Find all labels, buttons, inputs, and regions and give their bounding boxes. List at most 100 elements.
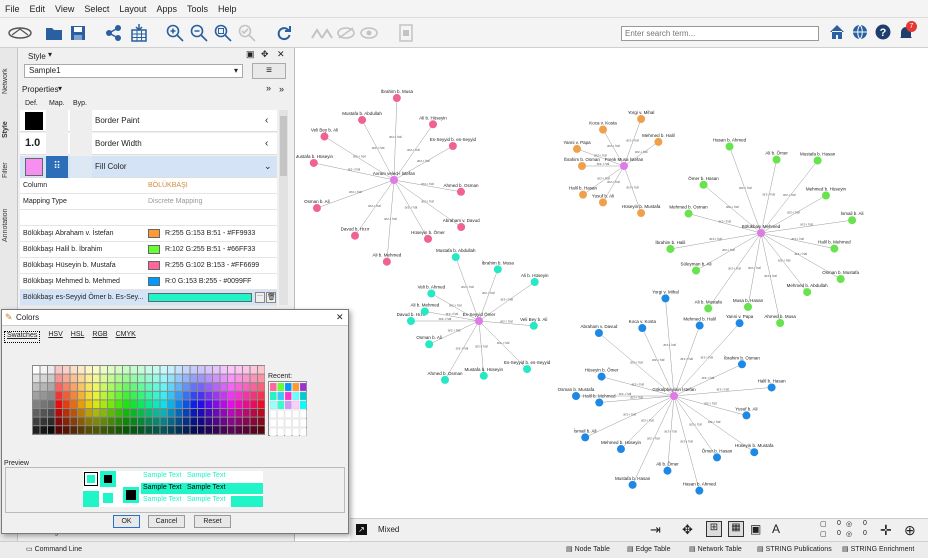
color-swatch[interactable] [153,383,160,391]
color-swatch[interactable] [235,366,243,374]
color-swatch[interactable] [190,400,198,408]
network-node[interactable] [637,115,646,124]
color-swatch[interactable] [258,366,265,374]
color-swatch[interactable] [123,366,130,374]
network-node[interactable] [579,190,588,199]
color-swatch[interactable] [198,383,205,391]
hub-node[interactable] [757,229,765,237]
network-node[interactable] [451,253,460,262]
color-swatch[interactable] [100,417,108,426]
network-edge[interactable] [324,136,395,181]
network-node[interactable] [772,155,781,164]
prop-row-border-width[interactable]: 1.0 Border Width ‹ [20,133,277,155]
menu-help[interactable]: Help [217,3,237,14]
hub-node[interactable] [475,317,483,325]
color-swatch[interactable] [100,400,108,408]
network-node[interactable] [695,321,704,330]
recent-swatch[interactable] [284,382,292,392]
color-swatch[interactable] [175,374,183,383]
network-edge[interactable] [670,232,762,250]
network-node[interactable] [312,204,321,213]
color-swatch[interactable] [78,409,85,417]
color-swatch[interactable] [130,400,138,408]
color-swatch[interactable] [63,374,70,383]
network-node[interactable] [599,198,607,207]
color-swatch[interactable] [123,409,130,417]
network-node[interactable] [713,453,722,462]
color-swatch[interactable] [145,417,153,426]
network-node[interactable] [309,158,318,167]
string-publications-button[interactable]: ▤ STRING Publications [757,546,832,553]
color-swatch[interactable] [168,400,175,408]
network-edge[interactable] [598,332,675,397]
network-edge[interactable] [393,179,429,240]
color-swatch[interactable] [85,426,93,434]
color-swatch[interactable] [130,366,138,374]
network-node[interactable] [836,275,845,283]
zoom-selected-icon[interactable] [237,23,257,43]
network-node[interactable] [457,223,466,232]
color-swatch[interactable] [93,374,100,383]
color-swatch[interactable] [235,383,243,391]
show-annotations-icon[interactable]: ▦ [728,521,744,537]
color-swatch[interactable] [70,400,78,408]
network-edge[interactable] [623,141,659,167]
color-swatch[interactable] [100,409,108,417]
network-edge[interactable] [620,395,675,450]
color-swatch[interactable] [138,417,145,426]
recent-swatch[interactable] [299,409,307,419]
network-edge[interactable] [431,293,480,322]
color-swatch[interactable] [198,417,205,426]
recent-swatch[interactable] [284,391,292,401]
color-swatch[interactable] [175,409,183,417]
network-edge[interactable] [673,325,700,397]
color-swatch[interactable] [138,366,145,374]
color-swatch[interactable] [220,391,228,400]
color-swatch[interactable] [183,374,190,383]
close-icon[interactable]: ✕ [277,49,285,59]
color-swatch[interactable] [220,417,228,426]
color-swatch[interactable] [33,417,40,426]
tab-style[interactable]: Style [2,121,9,138]
mapping-color-swatch[interactable] [148,277,160,286]
color-swatch[interactable] [123,374,130,383]
recent-swatch[interactable] [269,382,277,392]
style-select[interactable]: Sample1 ▾ [24,64,243,78]
color-swatch[interactable] [235,417,243,426]
color-swatch[interactable] [168,417,175,426]
network-node[interactable] [684,209,693,218]
color-swatch[interactable] [190,383,198,391]
color-swatch[interactable] [213,366,220,374]
network-edge[interactable] [673,395,755,453]
recent-swatch[interactable] [299,400,307,410]
color-swatch[interactable] [63,417,70,426]
color-swatch[interactable] [85,400,93,408]
color-swatch[interactable] [108,400,115,408]
network-edge[interactable] [688,213,762,234]
network-node[interactable] [742,411,751,420]
color-swatch[interactable] [220,366,228,374]
save-session-icon[interactable] [68,23,88,43]
color-swatch[interactable] [228,391,235,400]
expand-all-icon[interactable]: » [279,84,285,94]
network-node[interactable] [448,142,457,150]
color-swatch[interactable] [205,383,213,391]
color-swatch[interactable] [85,383,93,391]
color-swatch[interactable] [235,409,243,417]
open-session-icon[interactable] [44,23,64,43]
recent-swatch[interactable] [284,418,292,428]
color-swatch[interactable] [93,417,100,426]
border-paint-default-swatch[interactable] [25,112,43,130]
color-swatch[interactable] [108,409,115,417]
color-swatch[interactable] [70,409,78,417]
network-node[interactable] [776,318,785,327]
color-swatch[interactable] [183,417,190,426]
color-swatch[interactable] [205,366,213,374]
network-edge[interactable] [747,232,762,307]
swatch-grid[interactable] [32,365,265,435]
color-swatch[interactable] [145,409,153,417]
network-table-button[interactable]: ▤ Network Table [689,546,742,553]
network-edge[interactable] [313,162,395,181]
